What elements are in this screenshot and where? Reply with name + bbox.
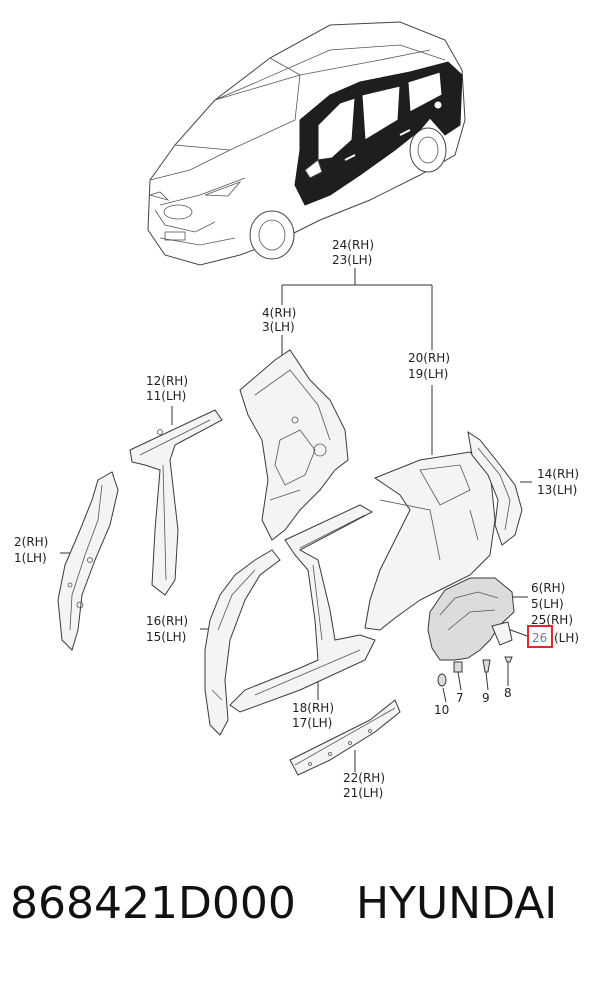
part-front-pillar-inner bbox=[57, 471, 119, 651]
callout-1-lh: 1(LH) bbox=[14, 551, 47, 565]
callout-21-lh: 21(LH) bbox=[343, 786, 383, 800]
callout-22-rh: 22(RH) bbox=[343, 771, 385, 785]
callout-13-lh: 13(LH) bbox=[537, 483, 577, 497]
callout-26-number: 26 bbox=[532, 631, 547, 645]
part-body-side-outer bbox=[229, 504, 376, 713]
callout-5-lh: 5(LH) bbox=[531, 597, 564, 611]
part-quarter-inner bbox=[239, 349, 349, 541]
callout-7: 7 bbox=[456, 691, 464, 705]
callout-12-rh: 12(RH) bbox=[146, 374, 188, 388]
fasteners bbox=[437, 656, 513, 687]
part-number: 868421D000 bbox=[10, 878, 296, 929]
callout-15-lh: 15(LH) bbox=[146, 630, 186, 644]
callout-6-rh: 6(RH) bbox=[531, 581, 565, 595]
callout-2-1: 2(RH) 1(LH) bbox=[14, 535, 48, 565]
callout-20-19: 20(RH) 19(LH) bbox=[408, 351, 450, 381]
callout-18-rh: 18(RH) bbox=[292, 701, 334, 715]
part-body-side-front bbox=[204, 549, 281, 736]
brand-name: HYUNDAI bbox=[356, 878, 558, 929]
callout-23-lh: 23(LH) bbox=[332, 253, 372, 267]
callout-24-23: 24(RH) 23(LH) bbox=[332, 238, 374, 267]
callout-25-rh: 25(RH) bbox=[531, 613, 573, 627]
callout-8: 8 bbox=[504, 686, 512, 700]
leader-lines bbox=[60, 268, 532, 772]
part-b-pillar-inner bbox=[129, 409, 223, 596]
part-side-sill bbox=[289, 699, 401, 776]
callout-25-26: 25(RH) 26 (LH) bbox=[527, 613, 579, 648]
callout-4-rh: 4(RH) bbox=[262, 306, 296, 320]
callout-16-rh: 16(RH) bbox=[146, 614, 188, 628]
footer: 868421D000 HYUNDAI bbox=[0, 878, 600, 948]
callout-24-rh: 24(RH) bbox=[332, 238, 374, 252]
callout-17-lh: 17(LH) bbox=[292, 716, 332, 730]
callout-12-11: 12(RH) 11(LH) bbox=[146, 374, 188, 403]
callout-4-3: 4(RH) 3(LH) bbox=[262, 306, 296, 334]
part-rear-panel bbox=[467, 430, 523, 546]
callout-18-17: 18(RH) 17(LH) bbox=[292, 701, 334, 730]
callout-10: 10 bbox=[434, 703, 449, 717]
callout-20-rh: 20(RH) bbox=[408, 351, 450, 365]
callout-9: 9 bbox=[482, 691, 490, 705]
highlight-box-26 bbox=[527, 625, 553, 648]
car-illustration bbox=[147, 21, 466, 266]
callout-3-lh: 3(LH) bbox=[262, 320, 295, 334]
callout-11-lh: 11(LH) bbox=[146, 389, 186, 403]
callout-6-5: 6(RH) 5(LH) bbox=[531, 581, 565, 611]
callout-22-21: 22(RH) 21(LH) bbox=[343, 771, 385, 800]
callout-2-rh: 2(RH) bbox=[14, 535, 48, 549]
callout-16-15: 16(RH) 15(LH) bbox=[146, 614, 188, 644]
part-wheel-guard bbox=[427, 577, 515, 661]
callout-19-lh: 19(LH) bbox=[408, 367, 448, 381]
callout-14-rh: 14(RH) bbox=[537, 467, 579, 481]
callout-26-lh: (LH) bbox=[554, 631, 579, 645]
callout-14-13: 14(RH) 13(LH) bbox=[537, 467, 579, 497]
parts-diagram: 24(RH) 23(LH) 4(RH) 3(LH) 20(RH) 19(LH) … bbox=[14, 21, 579, 800]
